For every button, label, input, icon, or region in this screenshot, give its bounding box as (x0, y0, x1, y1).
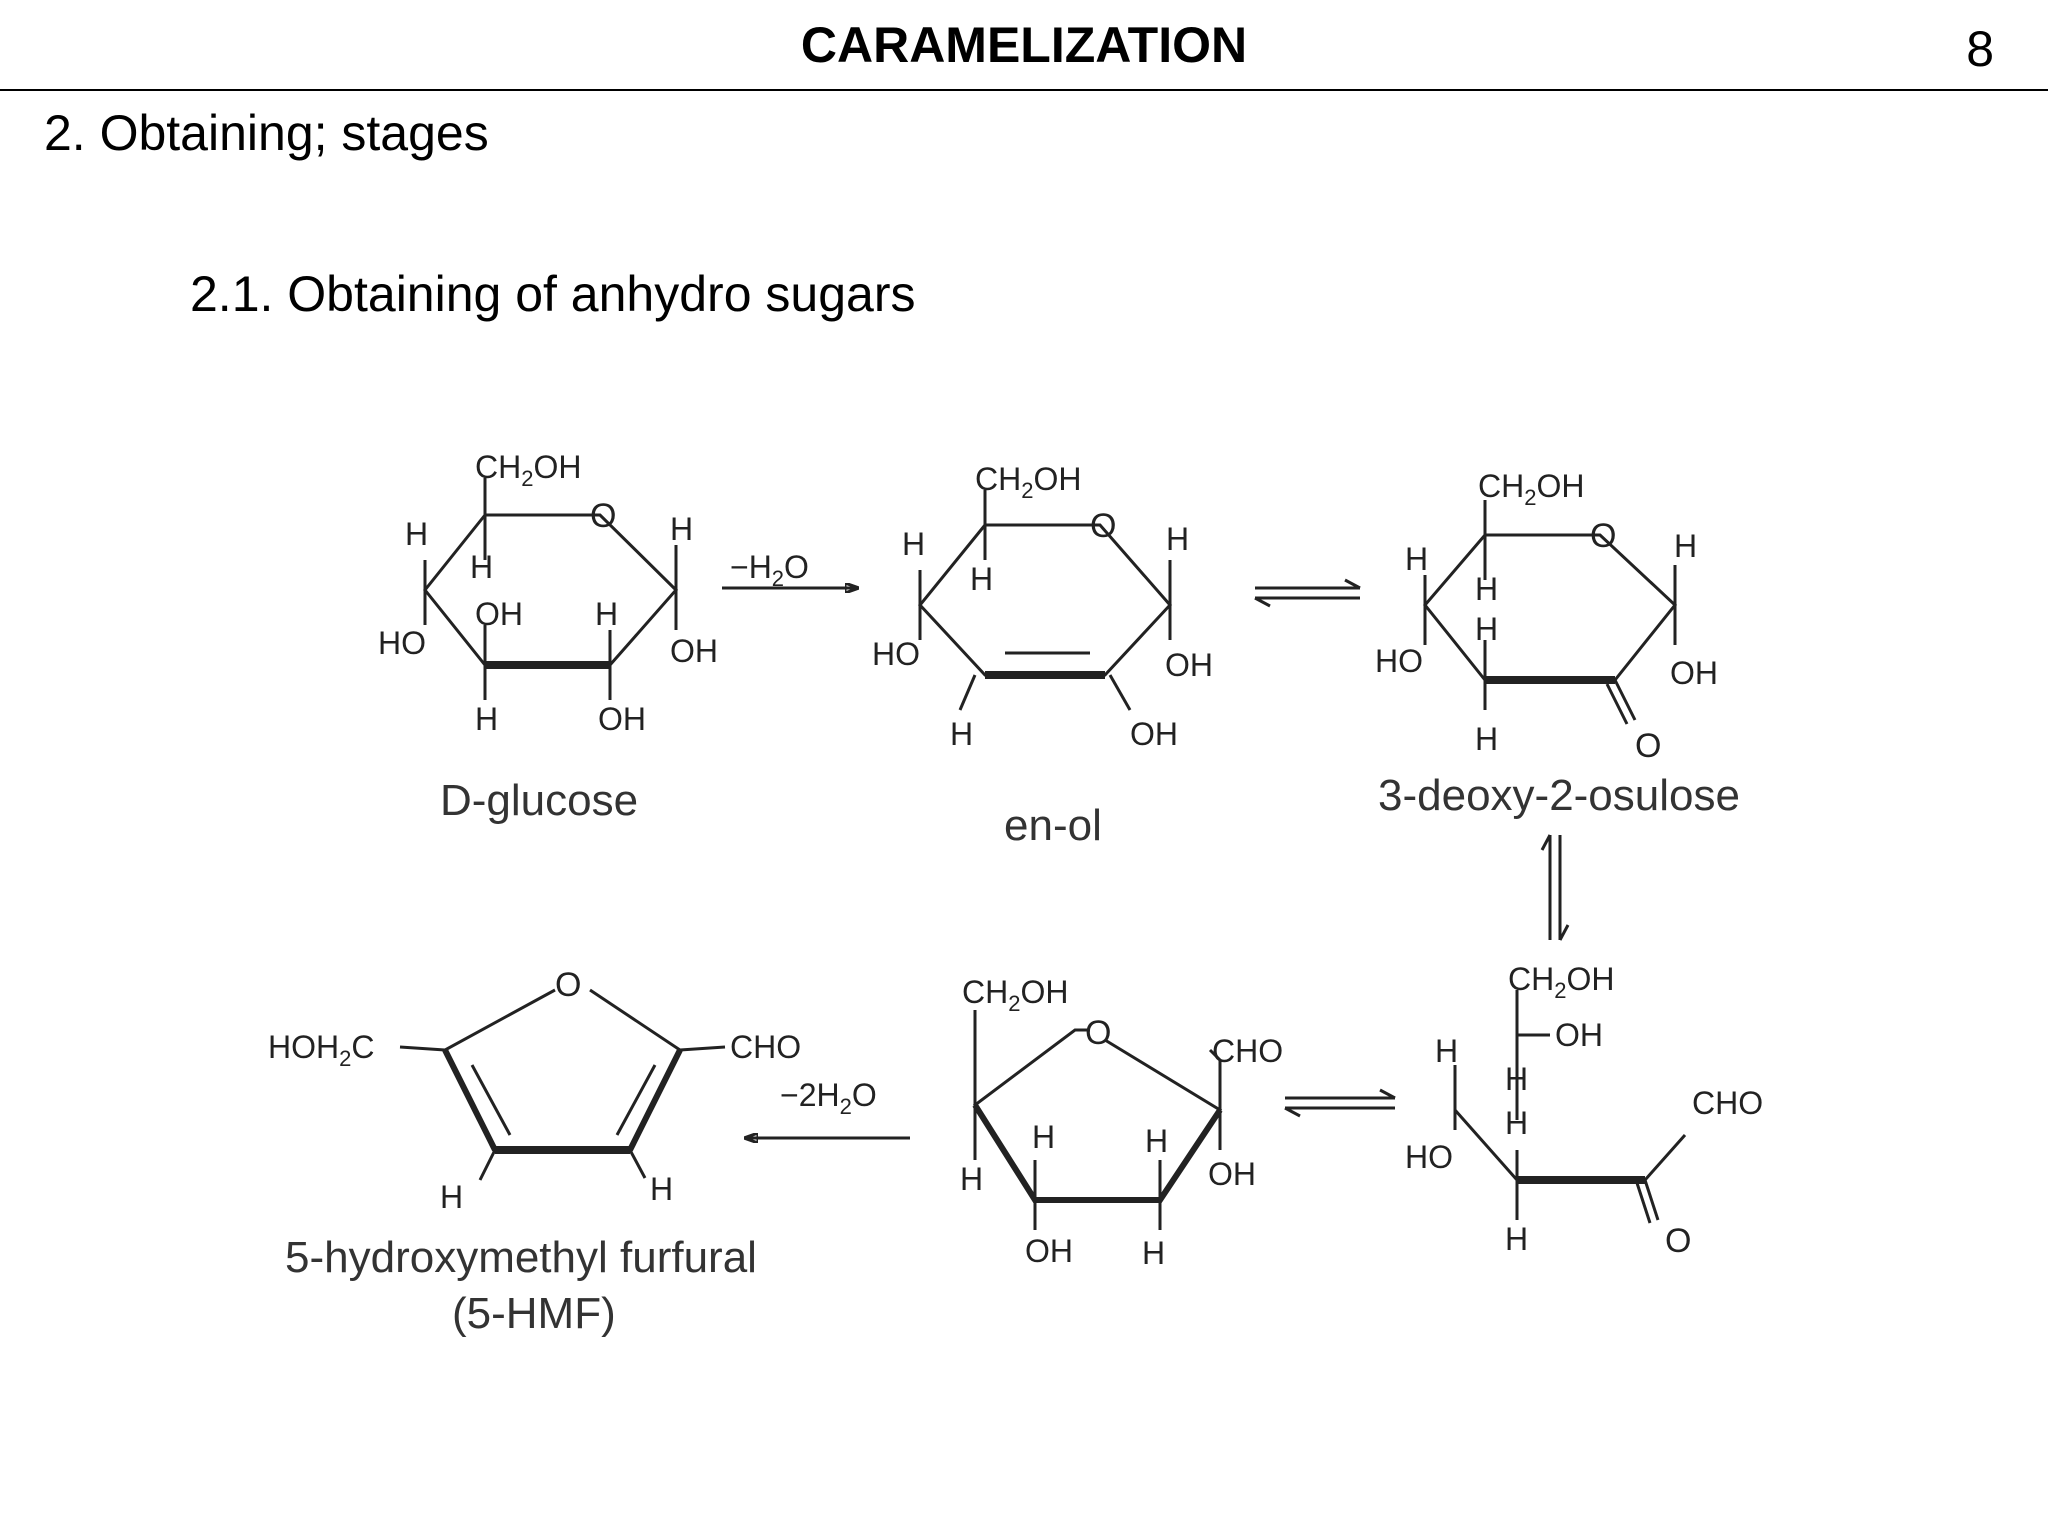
furanose-ring-oxygen: O (1085, 1014, 1111, 1052)
osulose-ho-label: HO (1375, 643, 1423, 679)
glucose-oh-label: OH (670, 633, 718, 669)
enol-ho-label: HO (872, 636, 920, 672)
glucose-h-label: H (405, 516, 428, 552)
glucose-ch2oh-label: CH2OH (475, 449, 581, 491)
glucose-h-label: H (670, 511, 693, 547)
subsection-heading: 2.1. Obtaining of anhydro sugars (190, 266, 916, 322)
d-glucose-label: D-glucose (440, 776, 638, 825)
osulose-oh-label: OH (1670, 655, 1718, 691)
hmf-name-label: 5-hydroxymethyl furfural (285, 1233, 757, 1282)
open-chain-h-label: H (1435, 1033, 1458, 1069)
hmf-hydroxymethyl-label: HOH2C (268, 1029, 374, 1071)
osulose-ring-oxygen: O (1590, 517, 1616, 555)
header-divider (0, 89, 2048, 91)
hmf-h-label: H (650, 1171, 673, 1207)
hmf-ring-oxygen: O (555, 966, 581, 1004)
hmf-abbreviation-label: (5-HMF) (452, 1289, 616, 1338)
osulose-label: 3-deoxy-2-osulose (1378, 771, 1740, 820)
furanose-ch2oh-label: CH2OH (962, 974, 1068, 1016)
page-number: 8 (1966, 21, 1994, 77)
hmf-cho-label: CHO (730, 1029, 801, 1065)
osulose-h-label: H (1405, 541, 1428, 577)
open-chain-h-label: H (1505, 1221, 1528, 1257)
enol-ch2oh-label: CH2OH (975, 461, 1081, 503)
hmf-h-label: H (440, 1179, 463, 1215)
osulose-h-label: H (1674, 528, 1697, 564)
furanose-oh-label: OH (1208, 1156, 1256, 1192)
open-chain-keto-oxygen: O (1665, 1222, 1691, 1260)
osulose-ch2oh-label: CH2OH (1478, 468, 1584, 510)
glucose-h-label: H (595, 596, 618, 632)
section-heading: 2. Obtaining; stages (44, 105, 489, 161)
slide-title: CARAMELIZATION (800, 17, 1248, 73)
en-ol-structure: CH2OH O H H H HO OH H OH en-ol (872, 461, 1213, 850)
osulose-keto-oxygen: O (1635, 727, 1661, 765)
dehydration-arrow-2: −2H2O (745, 1077, 910, 1138)
glucose-oh-label: OH (598, 701, 646, 737)
open-chain-oh-label: OH (1555, 1017, 1603, 1053)
furanose-cho-label: CHO (1212, 1033, 1283, 1069)
open-chain-h-label: H (1505, 1105, 1528, 1141)
open-chain-h-label: H (1505, 1061, 1528, 1097)
open-chain-ch2oh-label: CH2OH (1508, 961, 1614, 1003)
equilibrium-arrows-1 (1254, 578, 1361, 608)
furanose-oh-label: OH (1025, 1233, 1073, 1269)
osulose-h-label: H (1475, 571, 1498, 607)
enol-h-label: H (1166, 521, 1189, 557)
furanose-h-label: H (960, 1161, 983, 1197)
glucose-oh-label: OH (475, 596, 523, 632)
d-glucose-structure: CH2OH O H H H OH H HO OH H OH D-glucose (378, 449, 718, 825)
enol-h-label: H (902, 526, 925, 562)
enol-oh-label: OH (1130, 716, 1178, 752)
furanose-h-label: H (1145, 1123, 1168, 1159)
furanose-structure: CH2OH O CHO H H H OH OH H (960, 974, 1283, 1271)
furanose-h-label: H (1142, 1235, 1165, 1271)
equilibrium-arrows-vertical (1540, 834, 1570, 941)
enol-h-label: H (950, 716, 973, 752)
osulose-h-label: H (1475, 721, 1498, 757)
enol-ring-oxygen: O (1090, 507, 1116, 545)
glucose-h-label: H (475, 701, 498, 737)
minus-two-water-label: −2H2O (780, 1077, 877, 1119)
hmf-structure: O HOH2C CHO H H 5-hydroxymethyl furfural… (268, 966, 801, 1338)
glucose-h-label: H (470, 549, 493, 585)
osulose-h-label: H (1475, 611, 1498, 647)
minus-water-label: −H2O (730, 549, 809, 591)
en-ol-label: en-ol (1004, 801, 1102, 850)
open-chain-cho-label: CHO (1692, 1085, 1763, 1121)
dehydration-arrow-1: −H2O (722, 549, 858, 591)
open-chain-structure: CH2OH OH H H H HO CHO H O (1405, 961, 1763, 1260)
equilibrium-arrows-2 (1284, 1088, 1396, 1118)
furanose-h-label: H (1032, 1119, 1055, 1155)
enol-h-label: H (970, 561, 993, 597)
enol-oh-label: OH (1165, 647, 1213, 683)
open-chain-ho-label: HO (1405, 1139, 1453, 1175)
osulose-structure: CH2OH O H H H H HO OH H O 3-deoxy-2-osul… (1375, 468, 1740, 820)
glucose-ring-oxygen: O (590, 497, 616, 535)
glucose-ho-label: HO (378, 625, 426, 661)
